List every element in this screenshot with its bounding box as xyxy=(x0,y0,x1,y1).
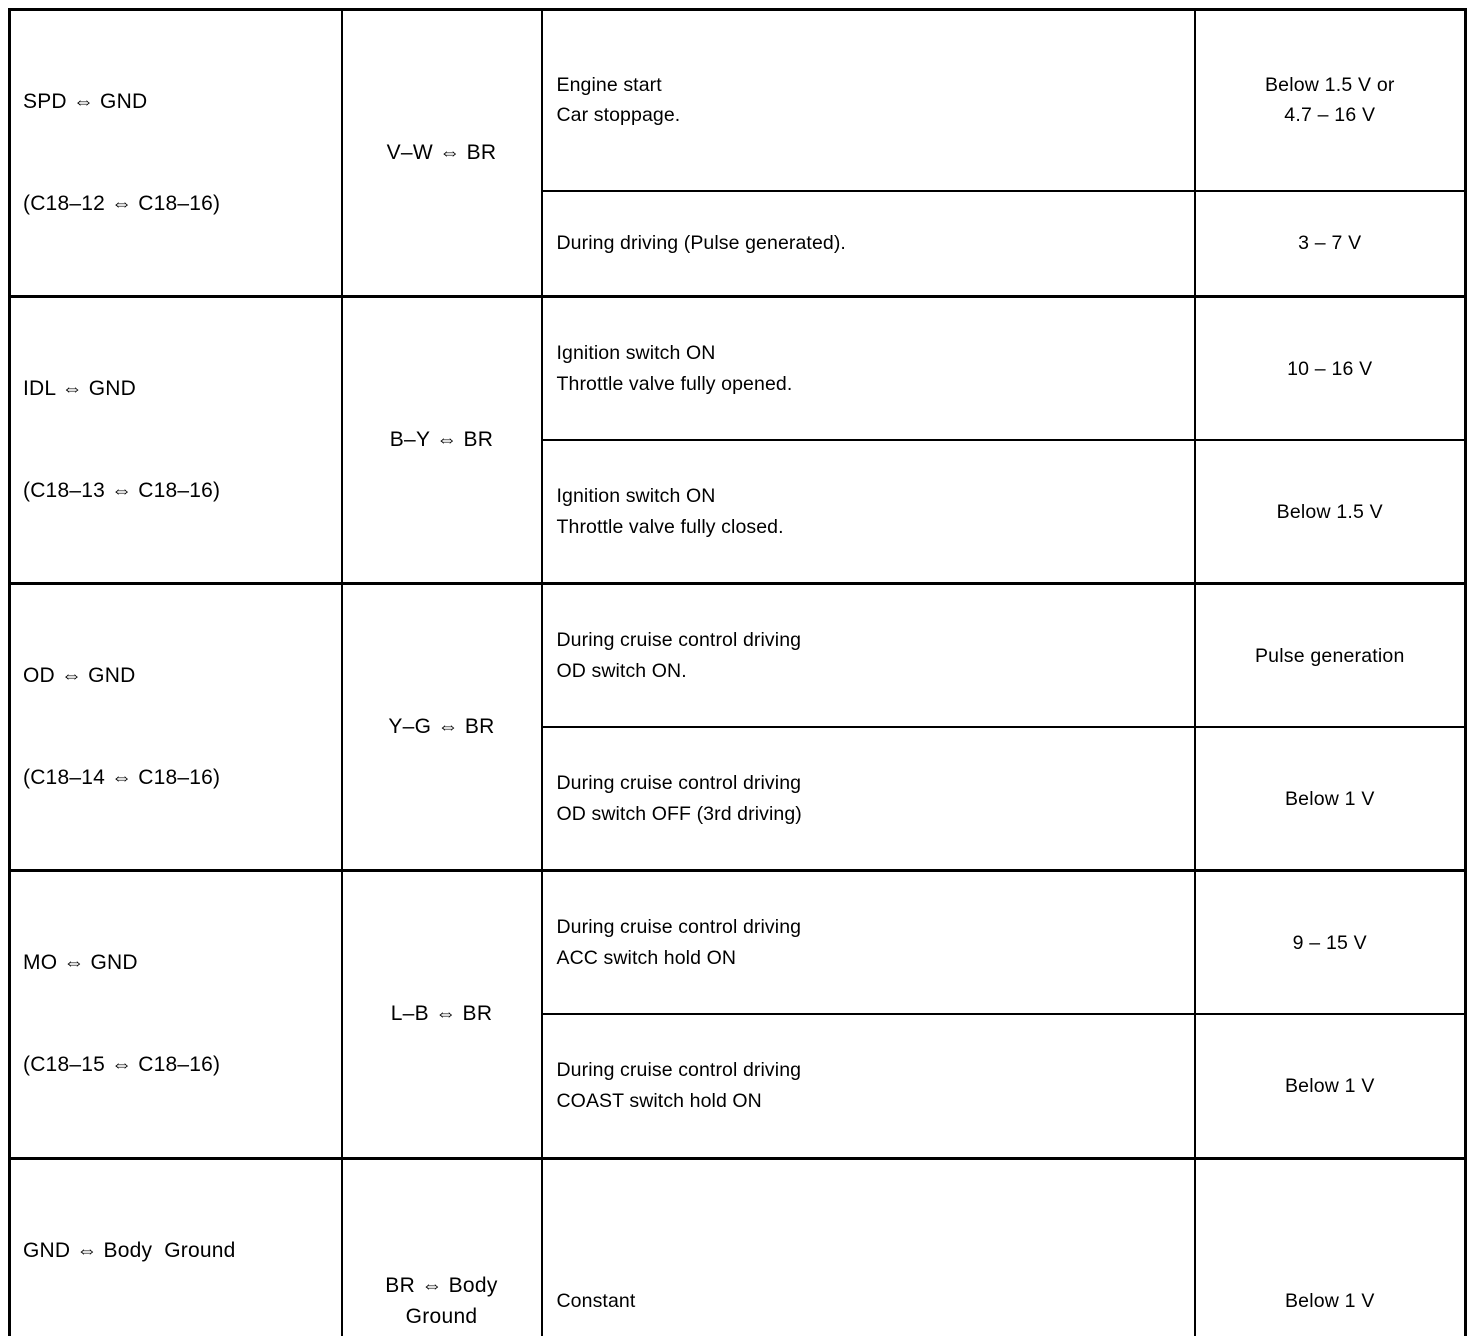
condition-cell: Constant xyxy=(542,1158,1195,1336)
voltage-text: 9 – 15 V xyxy=(1196,923,1465,963)
wire-color-cell: L–B ⇔ BR xyxy=(342,871,542,1158)
voltage-text: Below 1.5 V xyxy=(1196,492,1465,532)
condition-cell: Ignition switch ON Throttle valve fully … xyxy=(542,440,1195,584)
voltage-cell: Below 1.5 V xyxy=(1195,440,1466,584)
terminal-pair-label: MO ⇔ GND xyxy=(23,946,329,980)
voltage-text: 3 – 7 V xyxy=(1196,223,1465,263)
voltage-text: Below 1 V xyxy=(1196,1066,1465,1106)
voltage-text: Below 1 V xyxy=(1196,779,1465,819)
terminal-cell: SPD ⇔ GND (C18–12 ⇔ C18–16) xyxy=(10,10,342,297)
table-body: SPD ⇔ GND (C18–12 ⇔ C18–16) V–W ⇔ BR Eng… xyxy=(10,10,1466,1336)
voltage-text: Below 1.5 V or 4.7 – 16 V xyxy=(1196,65,1465,135)
voltage-cell: Below 1 V xyxy=(1195,1014,1466,1158)
wire-color-cell: V–W ⇔ BR xyxy=(342,10,542,297)
spec-table-sheet: SPD ⇔ GND (C18–12 ⇔ C18–16) V–W ⇔ BR Eng… xyxy=(0,0,1472,668)
wire-color-label: Y–G ⇔ BR xyxy=(343,706,541,748)
table-row: GND ⇔ Body Ground (C18–16 ⇔ Body Ground)… xyxy=(10,1158,1466,1336)
condition-text: During cruise control driving COAST swit… xyxy=(543,1050,1194,1122)
terminal-cell: OD ⇔ GND (C18–14 ⇔ C18–16) xyxy=(10,584,342,871)
terminal-pair-label: SPD ⇔ GND xyxy=(23,85,329,119)
condition-text: Engine start Car stoppage. xyxy=(543,65,1194,137)
wire-color-cell: BR ⇔ Body Ground xyxy=(342,1158,542,1336)
condition-text: Constant xyxy=(543,1281,1194,1322)
wire-color-label: V–W ⇔ BR xyxy=(343,132,541,174)
condition-text: During cruise control driving OD switch … xyxy=(543,763,1194,835)
voltage-cell: 10 – 16 V xyxy=(1195,297,1466,441)
condition-text: Ignition switch ON Throttle valve fully … xyxy=(543,333,1194,405)
condition-cell: Ignition switch ON Throttle valve fully … xyxy=(542,297,1195,441)
terminal-cell: GND ⇔ Body Ground (C18–16 ⇔ Body Ground) xyxy=(10,1158,342,1336)
condition-cell: During driving (Pulse generated). xyxy=(542,191,1195,297)
condition-text: Ignition switch ON Throttle valve fully … xyxy=(543,476,1194,548)
condition-cell: During cruise control driving OD switch … xyxy=(542,584,1195,728)
wire-color-label: BR ⇔ Body Ground xyxy=(343,1265,541,1336)
wire-color-label: B–Y ⇔ BR xyxy=(343,419,541,461)
terminal-connector-label: (C18–12 ⇔ C18–16) xyxy=(23,187,329,221)
terminal-voltage-table: SPD ⇔ GND (C18–12 ⇔ C18–16) V–W ⇔ BR Eng… xyxy=(8,8,1467,1336)
terminal-pair-label: OD ⇔ GND xyxy=(23,659,329,693)
terminal-connector-label: (C18–15 ⇔ C18–16) xyxy=(23,1048,329,1082)
voltage-text: Below 1 V xyxy=(1196,1281,1465,1321)
terminal-pair-label: IDL ⇔ GND xyxy=(23,372,329,406)
condition-cell: During cruise control driving ACC switch… xyxy=(542,871,1195,1015)
voltage-cell: 9 – 15 V xyxy=(1195,871,1466,1015)
condition-cell: Engine start Car stoppage. xyxy=(542,10,1195,191)
condition-text: During driving (Pulse generated). xyxy=(543,223,1194,264)
terminal-pair-label: GND ⇔ Body Ground xyxy=(23,1234,329,1268)
voltage-text: Pulse generation xyxy=(1196,636,1465,676)
voltage-cell: Below 1 V xyxy=(1195,1158,1466,1336)
voltage-text: 10 – 16 V xyxy=(1196,349,1465,389)
terminal-connector-label: (C18–13 ⇔ C18–16) xyxy=(23,474,329,508)
condition-text: During cruise control driving OD switch … xyxy=(543,620,1194,692)
voltage-cell: 3 – 7 V xyxy=(1195,191,1466,297)
table-row: IDL ⇔ GND (C18–13 ⇔ C18–16) B–Y ⇔ BR Ign… xyxy=(10,297,1466,441)
table-row: SPD ⇔ GND (C18–12 ⇔ C18–16) V–W ⇔ BR Eng… xyxy=(10,10,1466,191)
table-row: MO ⇔ GND (C18–15 ⇔ C18–16) L–B ⇔ BR Duri… xyxy=(10,871,1466,1015)
condition-text: During cruise control driving ACC switch… xyxy=(543,907,1194,979)
terminal-cell: MO ⇔ GND (C18–15 ⇔ C18–16) xyxy=(10,871,342,1158)
condition-cell: During cruise control driving COAST swit… xyxy=(542,1014,1195,1158)
voltage-cell: Below 1.5 V or 4.7 – 16 V xyxy=(1195,10,1466,191)
wire-color-cell: Y–G ⇔ BR xyxy=(342,584,542,871)
condition-cell: During cruise control driving OD switch … xyxy=(542,727,1195,871)
voltage-cell: Pulse generation xyxy=(1195,584,1466,728)
terminal-connector-label: (C18–14 ⇔ C18–16) xyxy=(23,761,329,795)
wire-color-cell: B–Y ⇔ BR xyxy=(342,297,542,584)
wire-color-label: L–B ⇔ BR xyxy=(343,993,541,1035)
terminal-cell: IDL ⇔ GND (C18–13 ⇔ C18–16) xyxy=(10,297,342,584)
table-row: OD ⇔ GND (C18–14 ⇔ C18–16) Y–G ⇔ BR Duri… xyxy=(10,584,1466,728)
voltage-cell: Below 1 V xyxy=(1195,727,1466,871)
